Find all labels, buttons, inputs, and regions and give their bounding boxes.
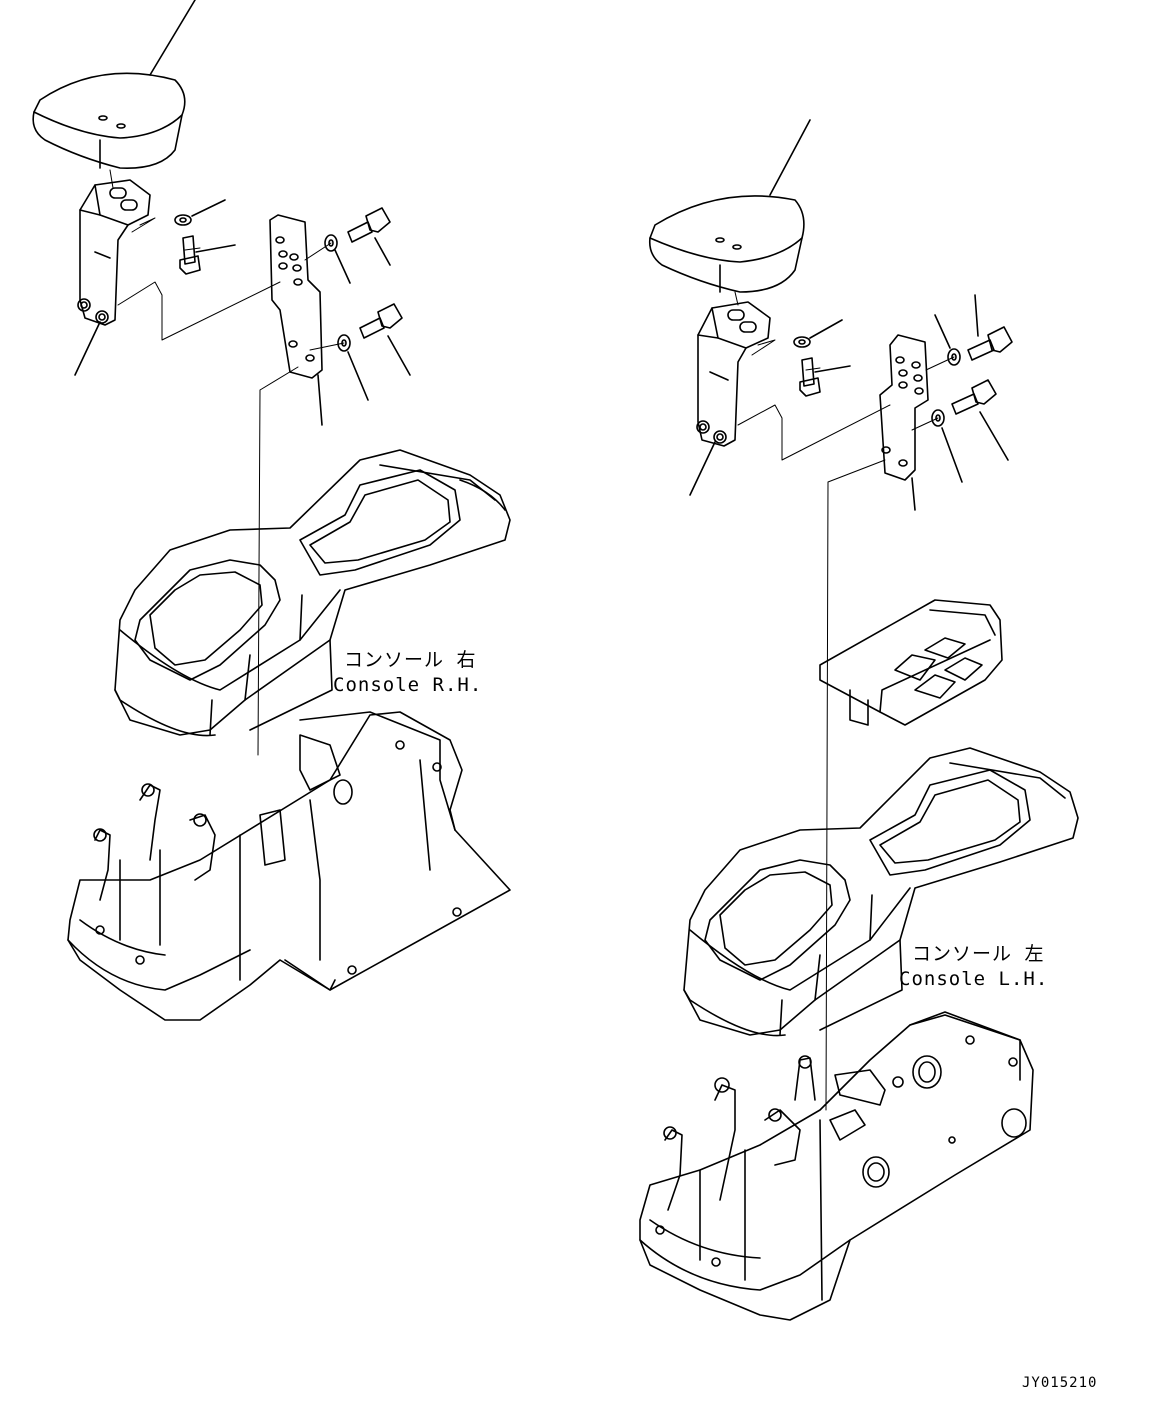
lh-bolt-1 <box>800 358 850 396</box>
lh-side-plate <box>880 335 928 510</box>
rh-armrest-bracket <box>75 180 150 375</box>
rh-bolt-2 <box>348 208 390 265</box>
rh-console-base <box>68 712 510 1020</box>
lh-washer-1 <box>794 320 842 347</box>
drawing-code: JY015210 <box>1022 1375 1098 1391</box>
console-lh-label-en: Console L.H. <box>899 968 1049 990</box>
lh-bolt-3 <box>952 380 1008 460</box>
lh-bolt-2 <box>968 295 1012 360</box>
rh-washer-3 <box>338 335 368 400</box>
rh-console-cover <box>115 450 510 736</box>
lh-console-cover <box>684 748 1078 1036</box>
lh-armrest-bracket <box>690 302 770 495</box>
lh-assembly-lines <box>735 292 954 1110</box>
lh-console-base <box>640 1012 1033 1320</box>
console-lh-label-jp: コンソール 左 <box>912 943 1045 965</box>
lh-armrest-pad <box>650 120 810 292</box>
lh-switch-panel <box>820 600 1002 725</box>
lh-washer-3 <box>932 410 962 482</box>
rh-side-plate <box>270 215 322 425</box>
lh-washer-2 <box>935 315 960 365</box>
rh-assembly-lines <box>110 170 344 755</box>
rh-washer-1 <box>175 200 225 225</box>
rh-bolt-1 <box>180 236 235 274</box>
rh-washer-2 <box>325 235 350 283</box>
console-rh-label-en: Console R.H. <box>333 674 483 696</box>
console-rh-label-jp: コンソール 右 <box>344 649 477 671</box>
rh-bolt-3 <box>360 304 410 375</box>
rh-armrest-pad <box>33 0 195 168</box>
